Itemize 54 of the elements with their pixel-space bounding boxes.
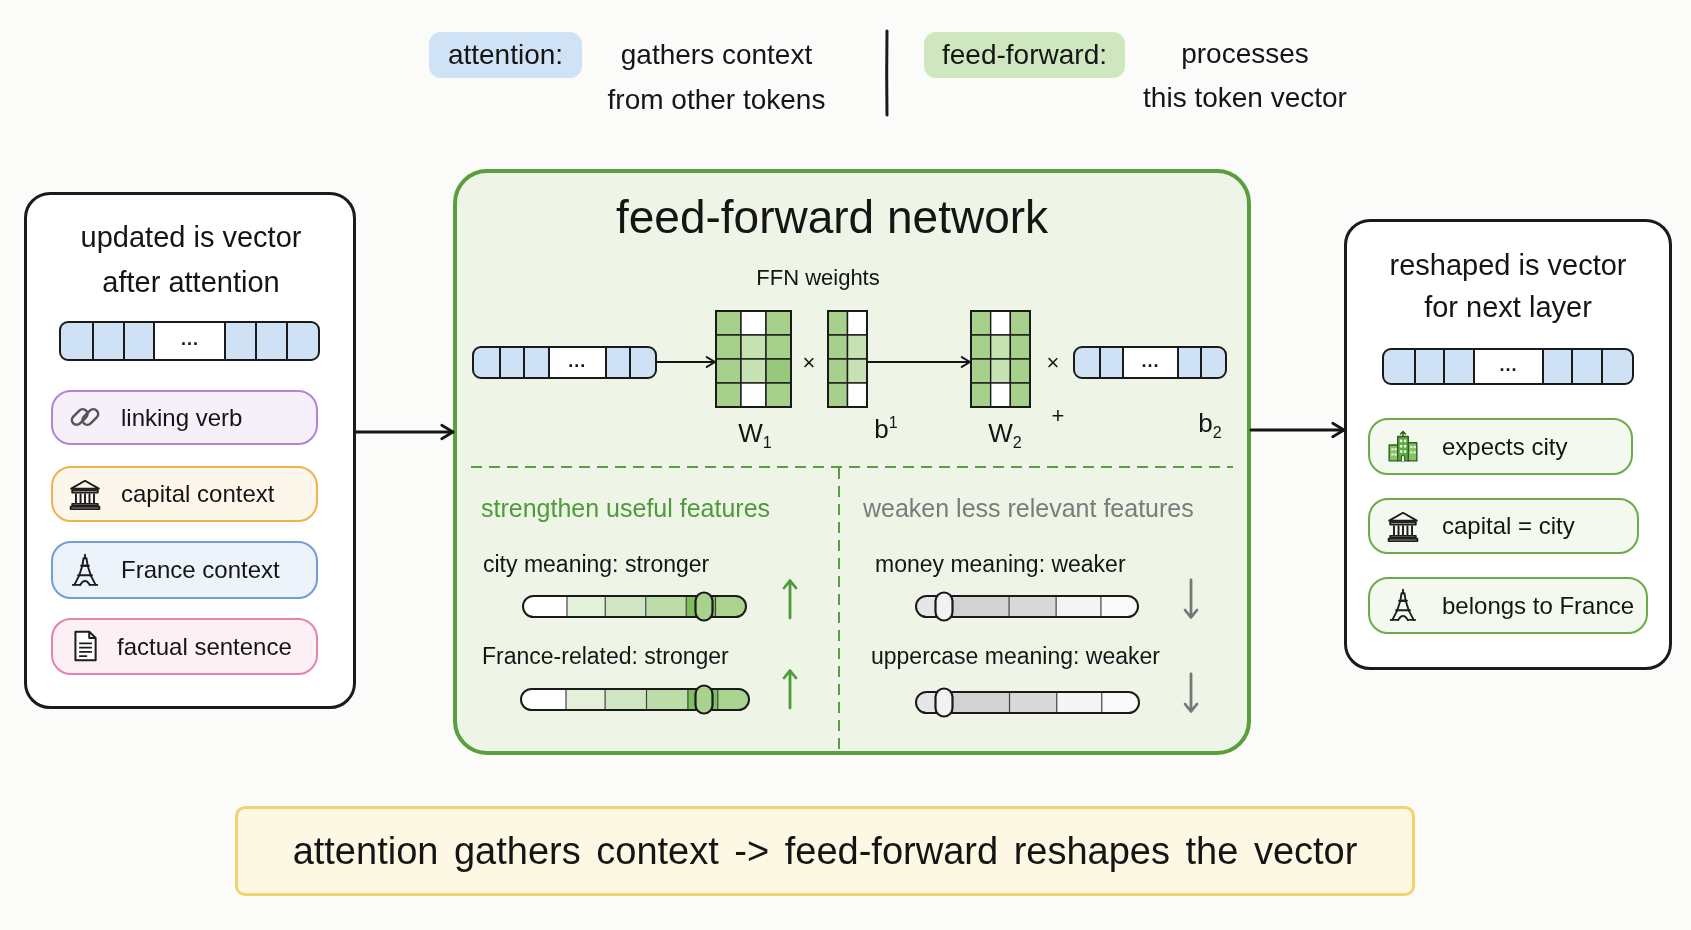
feature-tag xyxy=(51,466,318,522)
slider-label: money meaning: weaker xyxy=(875,551,1126,579)
section-heading: weaken less relevant features xyxy=(863,493,1194,523)
section-heading: strengthen useful features xyxy=(481,493,771,523)
matrix-grid xyxy=(970,310,1031,408)
highlighted-term: feed-forward: xyxy=(924,32,1125,78)
slider-label: city meaning: stronger xyxy=(483,551,710,579)
arrow xyxy=(866,356,972,368)
group-label: FFN weights xyxy=(756,264,880,292)
arrow xyxy=(1249,421,1346,439)
description-text: gathers context from other tokens xyxy=(606,38,827,117)
matrix-grid xyxy=(827,310,868,408)
feature-tag xyxy=(1368,577,1648,634)
tag-text: capital context xyxy=(121,479,275,509)
tag-text: linking verb xyxy=(121,403,243,432)
tag-text: France context xyxy=(121,555,280,585)
vector-bar xyxy=(1382,348,1634,385)
vector-label: b$_{2}$ xyxy=(1198,407,1222,441)
arrow xyxy=(354,423,455,441)
summary-banner: attention gathers context -> feed-forward reshapes the vector xyxy=(235,806,1415,896)
ellipsis-text: ... xyxy=(1499,355,1518,374)
ellipsis-text: ... xyxy=(181,330,199,349)
slider-label: uppercase meaning: weaker xyxy=(871,643,1160,671)
operator-symbol: × xyxy=(802,349,816,377)
card-panel xyxy=(453,169,1251,755)
ellipsis-text: ... xyxy=(1141,351,1160,370)
vector-bar xyxy=(59,321,320,361)
matrix-grid xyxy=(715,310,792,408)
feature-tag xyxy=(51,618,318,675)
description-text: processes this token vector xyxy=(1142,37,1348,115)
panel-title: reshaped is vector for next layer xyxy=(1388,248,1628,325)
operator-symbol: + xyxy=(1051,402,1065,430)
card-panel xyxy=(24,192,356,709)
panel-title: updated is vector after attention xyxy=(79,220,303,300)
matrix-label: W$_{2}$ xyxy=(988,417,1022,451)
matrix-label: W$_{1}$ xyxy=(738,417,772,451)
tag-text: factual sentence xyxy=(117,632,292,661)
vector-bar xyxy=(472,346,657,379)
slider-label: France-related: stronger xyxy=(482,643,729,671)
feature-tag xyxy=(51,541,318,599)
tag-text: capital = city xyxy=(1442,511,1575,541)
card-panel xyxy=(1344,219,1672,670)
highlighted-term: attention: xyxy=(429,32,582,78)
tag-text: expects city xyxy=(1442,432,1568,461)
matrix-label: b$^{1}$ xyxy=(874,413,898,447)
tag-text: belongs to France xyxy=(1442,591,1635,620)
vector-bar xyxy=(1073,346,1227,379)
feature-tag xyxy=(1368,498,1639,554)
panel-title: feed-forward network xyxy=(614,190,1050,245)
feature-tag xyxy=(51,390,318,445)
feature-tag xyxy=(1368,418,1633,475)
operator-symbol: × xyxy=(1046,349,1060,377)
arrow xyxy=(655,356,717,368)
ellipsis-text: ... xyxy=(568,351,587,370)
